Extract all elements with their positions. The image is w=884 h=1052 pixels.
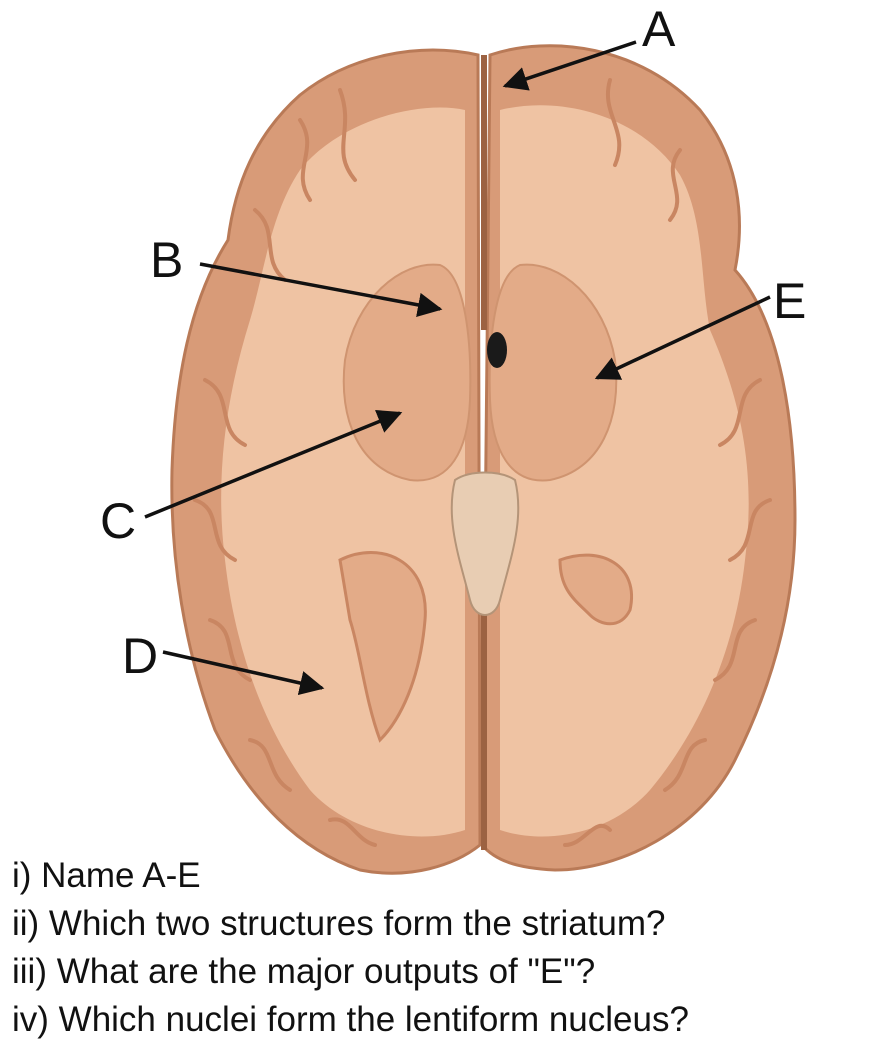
question-item: iii) What are the major outputs of "E"? [12, 952, 596, 991]
label-b: B [150, 232, 183, 288]
brain-specimen [170, 44, 797, 875]
gyri-pattern [193, 78, 772, 847]
question-list: i) Name A-E ii) Which two structures for… [12, 852, 689, 1044]
arrow-d [162, 650, 325, 696]
question-item: iv) Which nuclei form the lentiform nucl… [12, 1000, 689, 1039]
label-d: D [122, 628, 158, 684]
arrow-a [502, 40, 637, 91]
right-hippocampal-region [558, 553, 633, 626]
pointer-arrows [144, 40, 771, 696]
arrow-b [199, 262, 443, 317]
label-a: A [642, 1, 676, 57]
label-e: E [773, 273, 806, 329]
structure-labels: A B C D E [100, 1, 806, 684]
third-ventricle-dark-spot [487, 332, 507, 368]
question-item: ii) Which two structures form the striat… [12, 904, 666, 943]
arrow-e [594, 295, 771, 380]
left-hippocampal-region [338, 551, 427, 743]
question-item: i) Name A-E [12, 856, 201, 895]
midbrain-region [450, 471, 520, 616]
arrow-c [144, 409, 403, 519]
label-c: C [100, 493, 136, 549]
